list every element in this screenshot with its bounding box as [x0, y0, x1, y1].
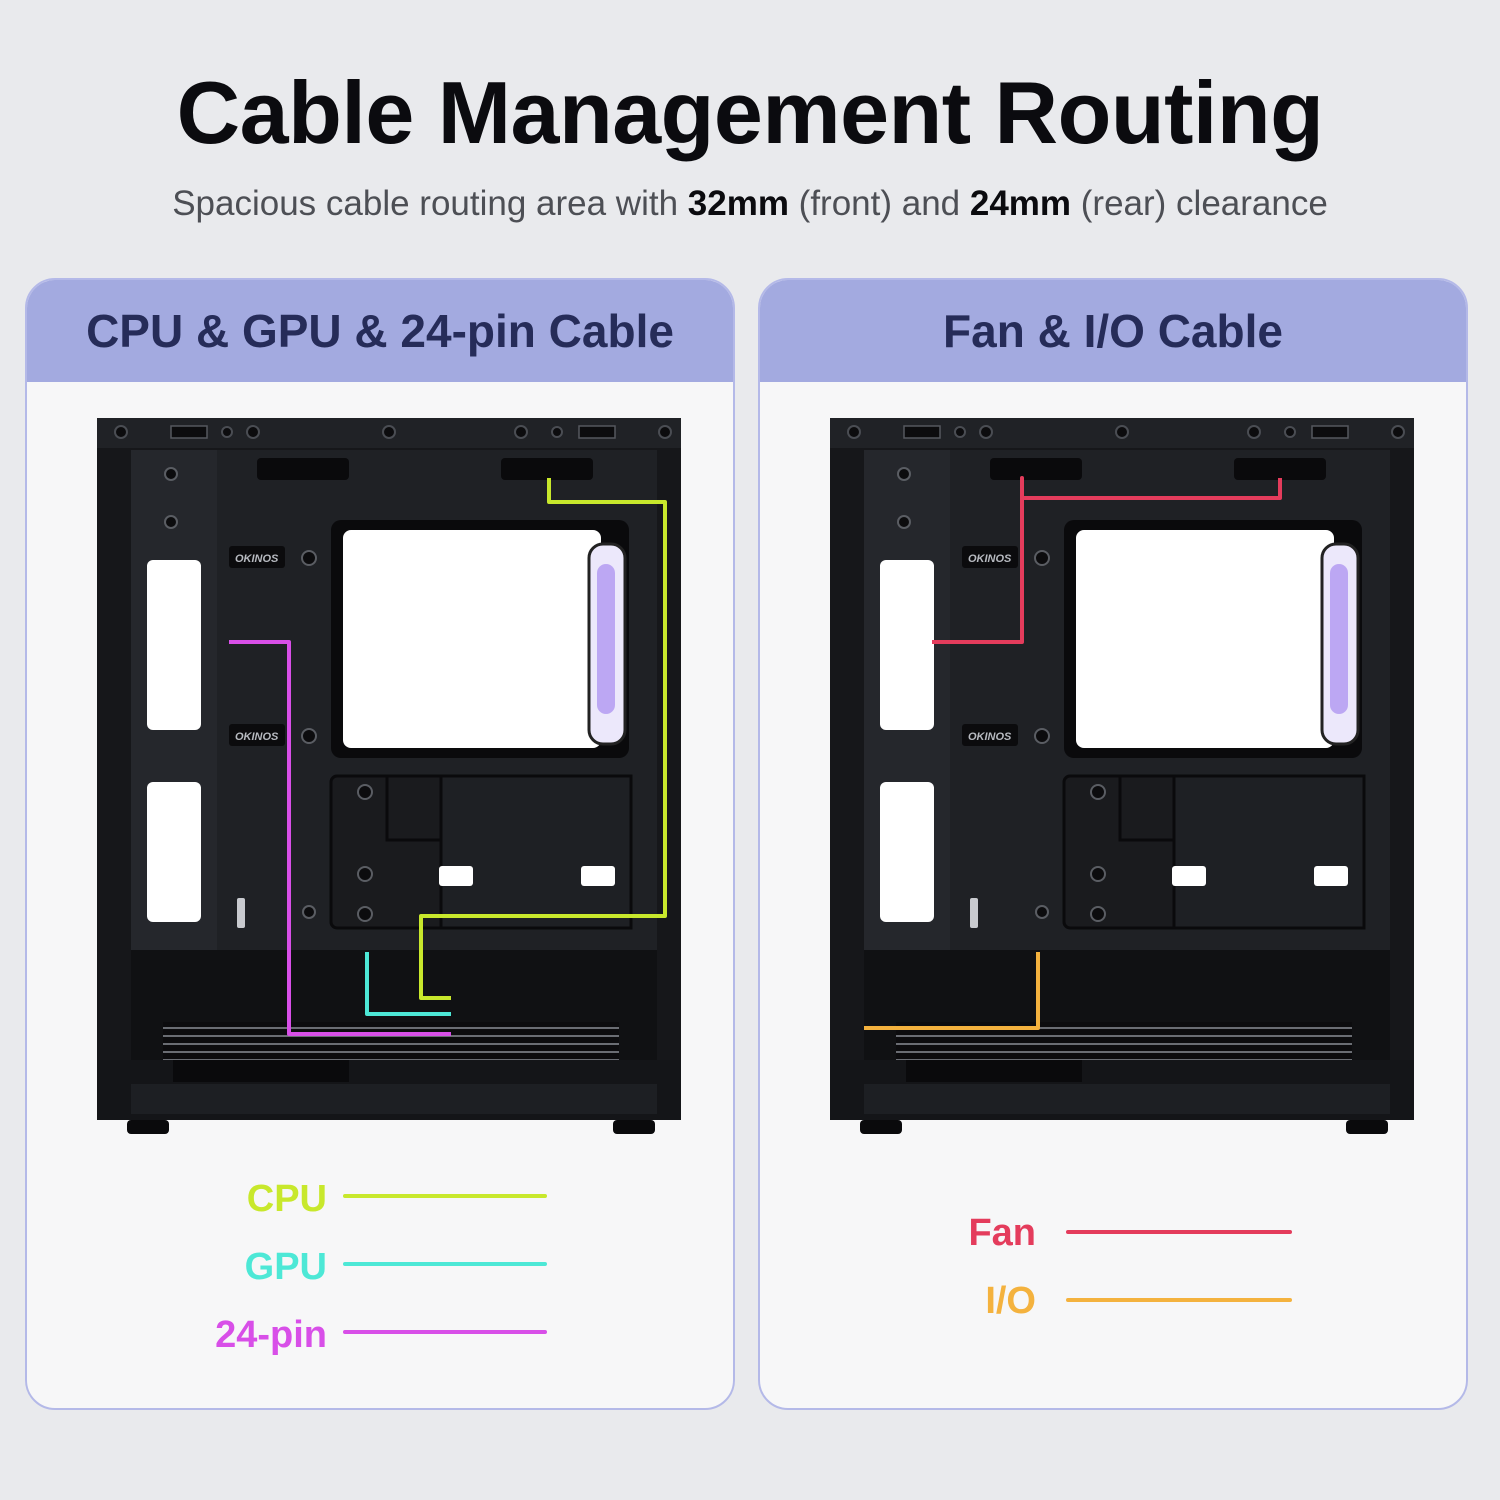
route-cpu-cable — [419, 478, 667, 1000]
legend-line-gpu — [343, 1262, 547, 1266]
case-brand-label-lower: OKINOS — [968, 731, 1012, 743]
legend-label-gpu: GPU — [244, 1246, 327, 1288]
rear-clearance-value: 24mm — [969, 184, 1072, 223]
subtitle-text-front: (front) and — [788, 184, 970, 223]
case-body: OKINOS OKINOS — [97, 418, 681, 1134]
case-body: OKINOS OKINOS — [830, 418, 1414, 1134]
panel-cpu-gpu-24pin: CPU & GPU & 24-pin Cable OKINOS — [25, 278, 735, 1410]
legend-line-fan — [1066, 1230, 1292, 1234]
cable-routes — [229, 478, 667, 1036]
pc-case-illustration: OKINOS OKINOS — [830, 418, 1414, 1134]
legend-label-24pin: 24-pin — [215, 1314, 327, 1356]
legend-label-fan: Fan — [968, 1212, 1036, 1254]
subtitle-text-start: Spacious cable routing area with — [172, 184, 688, 223]
panel-header — [760, 280, 1466, 382]
subtitle-text-rear: (rear) clearance — [1071, 184, 1328, 223]
cable-routes — [864, 476, 1282, 1030]
panel-header — [27, 280, 733, 382]
route-gpu-cable — [365, 952, 451, 1016]
pc-case-illustration: OKINOS OKINOS — [97, 418, 681, 1134]
front-clearance-value: 32mm — [687, 184, 789, 223]
page-title: Cable Management Routing — [176, 63, 1324, 162]
route-io-cable — [864, 952, 1040, 1030]
panel-fan-io: Fan & I/O Cable OKINOS OKINOS — [758, 278, 1468, 1410]
panel-title-fan-io: Fan & I/O Cable — [943, 305, 1283, 357]
legend-line-24pin — [343, 1330, 547, 1334]
case-brand-label: OKINOS — [235, 553, 279, 565]
case-brand-label: OKINOS — [968, 553, 1012, 565]
legend-line-io — [1066, 1298, 1292, 1302]
panel-title-cpu-gpu-24pin: CPU & GPU & 24-pin Cable — [86, 305, 674, 357]
page-subtitle: Spacious cable routing area with 32mm (f… — [0, 184, 1500, 224]
legend-line-cpu — [343, 1194, 547, 1198]
case-brand-label-lower: OKINOS — [235, 731, 279, 743]
route-fan-cable — [932, 476, 1282, 644]
legend-label-io: I/O — [985, 1280, 1036, 1322]
route-24pin-cable — [229, 640, 451, 1036]
legend-label-cpu: CPU — [246, 1178, 327, 1220]
